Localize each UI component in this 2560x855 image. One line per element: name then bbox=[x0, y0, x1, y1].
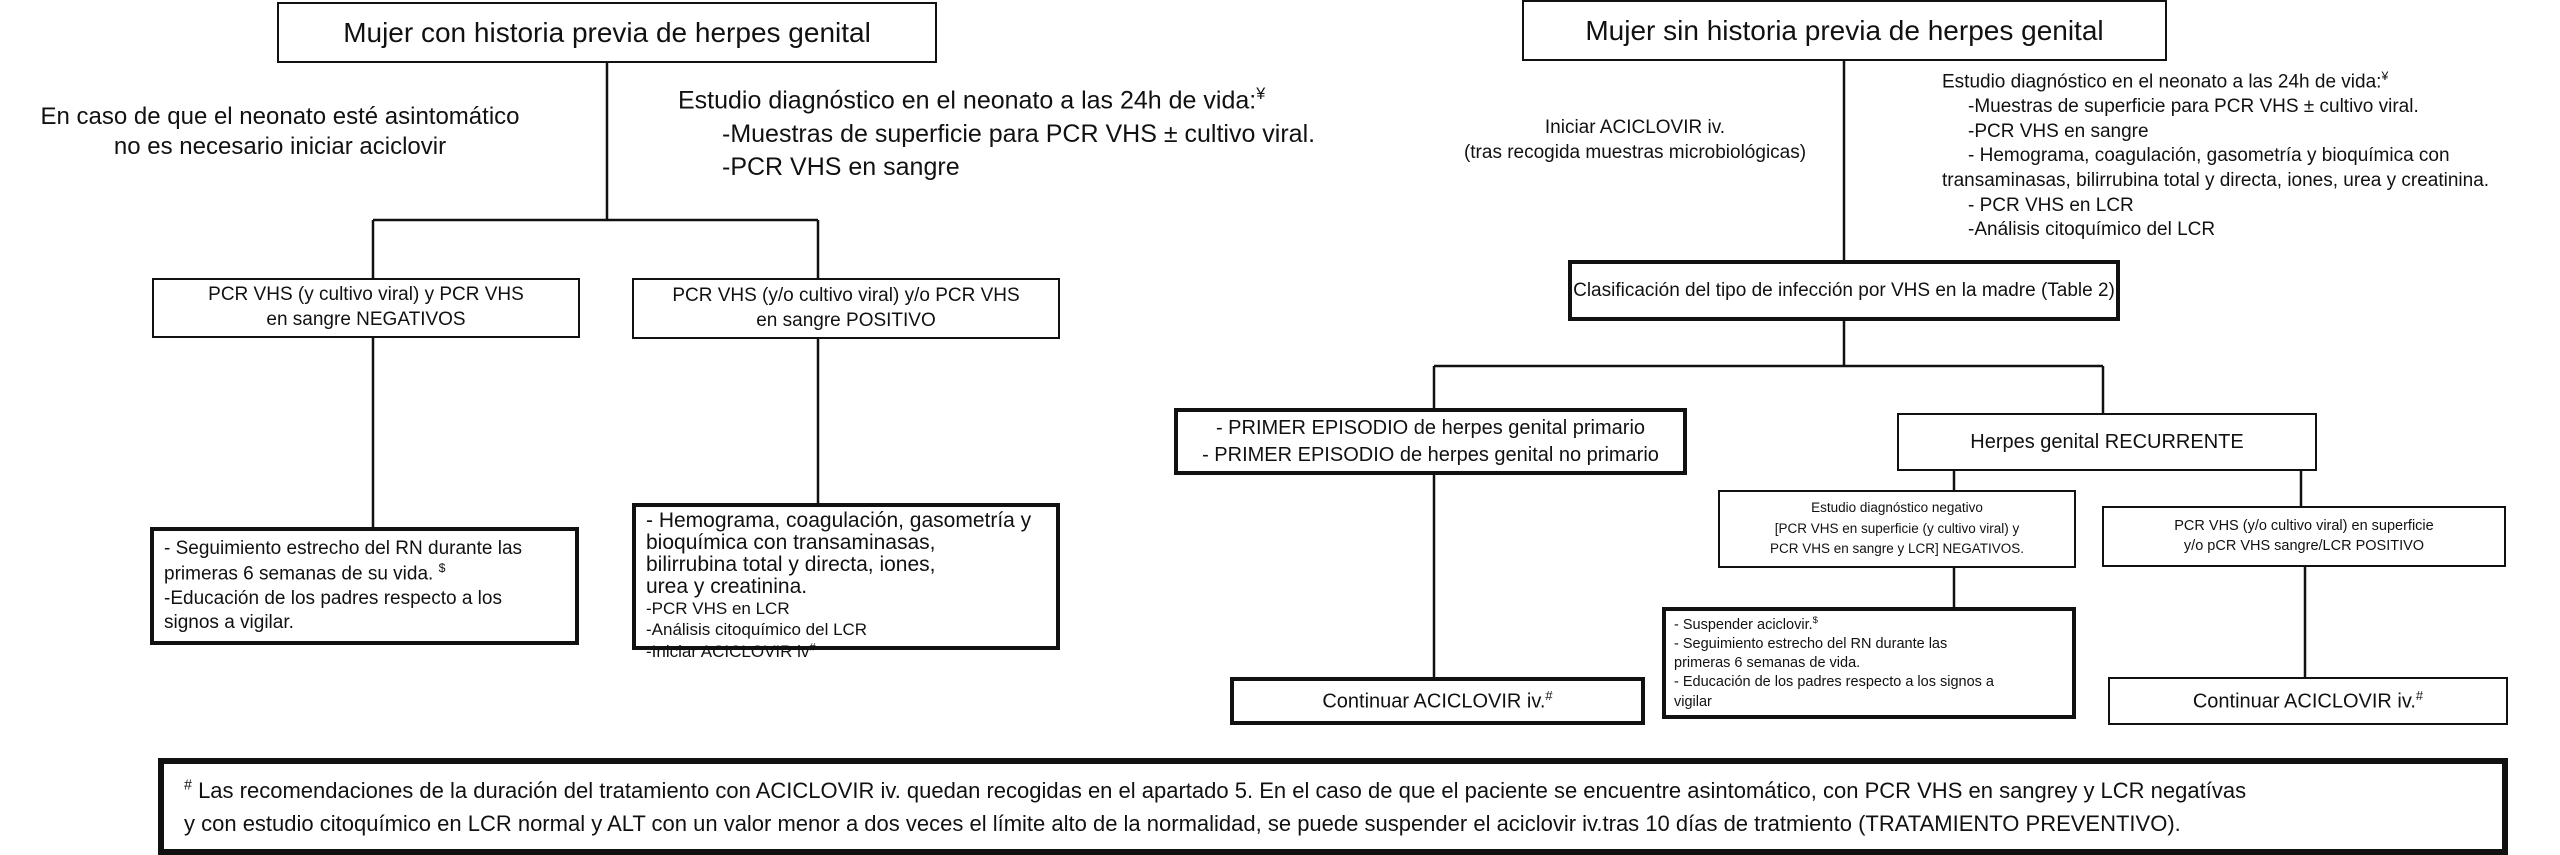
suspend-box: - Suspender aciclovir.$ - Seguimiento es… bbox=[1662, 607, 2076, 719]
start-acyclovir-note: Iniciar ACICLOVIR iv. (tras recogida mue… bbox=[1430, 116, 1840, 165]
left-workup-line1: - Hemograma, coagulación, gasometría y bbox=[646, 509, 1032, 532]
negative-study-line3: PCR VHS en sangre y LCR] NEGATIVOS. bbox=[1769, 541, 2025, 557]
left-diagnostic-study: Estudio diagnóstico en el neonato a las … bbox=[678, 84, 1315, 184]
continue-acyclovir-left-text: Continuar ACICLOVIR iv.# bbox=[1322, 688, 1553, 713]
left-followup-line2: primeras 6 semanas de su vida. $ bbox=[164, 561, 446, 585]
yen-mark: ¥ bbox=[2381, 69, 2389, 83]
left-workup-line4: urea y creatinina. bbox=[646, 575, 808, 599]
right-study-item: - Hemograma, coagulación, gasometría y b… bbox=[1968, 145, 2450, 167]
suspend-line1: - Suspender aciclovir.$ bbox=[1674, 614, 1818, 634]
right-title-box: Mujer sin historia previa de herpes geni… bbox=[1522, 0, 2167, 61]
suspend-line4: - Educación de los padres respecto a los… bbox=[1674, 674, 1994, 691]
first-episode-line2: - PRIMER EPISODIO de herpes genital no p… bbox=[1202, 443, 1659, 466]
suspend-line5: vigilar bbox=[1674, 693, 1712, 710]
left-workup-line2: bioquímica con transaminasas, bbox=[646, 531, 936, 555]
continue-acyclovir-right-box: Continuar ACICLOVIR iv.# bbox=[2108, 677, 2508, 725]
left-study-item: -PCR VHS en sangre bbox=[722, 152, 960, 181]
left-title: Mujer con historia previa de herpes geni… bbox=[343, 16, 871, 48]
footer-line1: # Las recomendaciones de la duración del… bbox=[184, 777, 2247, 803]
start-acyclovir-line2: (tras recogida muestras microbiológicas) bbox=[1463, 141, 1807, 163]
asymptomatic-note: En caso de que el neonato esté asintomát… bbox=[0, 102, 560, 162]
left-negative-line2: en sangre NEGATIVOS bbox=[266, 309, 466, 330]
left-title-box: Mujer con historia previa de herpes geni… bbox=[277, 2, 937, 63]
suspend-line2: - Seguimiento estrecho del RN durante la… bbox=[1674, 636, 1948, 653]
right-study-item: transaminasas, bilirrubina total y direc… bbox=[1942, 170, 2490, 192]
left-workup-line3: bilirrubina total y directa, iones, bbox=[646, 553, 936, 577]
first-episode-box: - PRIMER EPISODIO de herpes genital prim… bbox=[1174, 408, 1687, 475]
right-title: Mujer sin historia previa de herpes geni… bbox=[1585, 14, 2104, 46]
left-study-item: -Muestras de superficie para PCR VHS ± c… bbox=[722, 119, 1316, 148]
start-acyclovir-line1: Iniciar ACICLOVIR iv. bbox=[1544, 117, 1726, 138]
negative-study-line1: Estudio diagnóstico negativo bbox=[1811, 499, 1983, 515]
left-followup-line4: signos a vigilar. bbox=[164, 611, 294, 633]
right-study-item: -Muestras de superficie para PCR VHS ± c… bbox=[1968, 96, 2419, 118]
recurrent-text: Herpes genital RECURRENTE bbox=[1970, 430, 2244, 453]
hash-mark: # bbox=[1545, 688, 1553, 704]
dollar-mark: $ bbox=[438, 561, 446, 576]
left-workup-line7: -Iniciar ACICLOVIR iv# bbox=[646, 641, 816, 661]
continue-acyclovir-right-text: Continuar ACICLOVIR iv.# bbox=[2192, 688, 2424, 713]
left-followup-line3: -Educación de los padres respecto a los bbox=[164, 587, 502, 609]
right-positive-box: PCR VHS (y/o cultivo viral) en superfici… bbox=[2102, 506, 2506, 567]
negative-study-box: Estudio diagnóstico negativo [PCR VHS en… bbox=[1718, 490, 2076, 568]
footer-line2: y con estudio citoquímico en LCR normal … bbox=[184, 810, 2181, 836]
left-workup-box: - Hemograma, coagulación, gasometría y b… bbox=[632, 503, 1060, 661]
right-study-heading: Estudio diagnóstico en el neonato a las … bbox=[1942, 69, 2389, 93]
right-study-item: - PCR VHS en LCR bbox=[1968, 194, 2134, 216]
asymptomatic-note-line1: En caso de que el neonato esté asintomát… bbox=[40, 103, 520, 130]
left-positive-line2: en sangre POSITIVO bbox=[756, 309, 936, 331]
right-diagnostic-study: Estudio diagnóstico en el neonato a las … bbox=[1942, 68, 2489, 243]
yen-mark: ¥ bbox=[1256, 85, 1266, 103]
right-positive-line1: PCR VHS (y/o cultivo viral) en superfici… bbox=[2174, 517, 2434, 534]
left-negative-box: PCR VHS (y cultivo viral) y PCR VHS en s… bbox=[152, 278, 580, 338]
left-followup-line1: - Seguimiento estrecho del RN durante la… bbox=[164, 538, 523, 560]
right-study-item: -PCR VHS en sangre bbox=[1968, 120, 2149, 142]
left-study-heading: Estudio diagnóstico en el neonato a las … bbox=[678, 85, 1266, 115]
continue-acyclovir-left-box: Continuar ACICLOVIR iv.# bbox=[1230, 677, 1645, 725]
hash-mark: # bbox=[2415, 688, 2424, 704]
hash-mark: # bbox=[184, 777, 192, 794]
suspend-line3: primeras 6 semanas de vida. bbox=[1674, 655, 1861, 672]
left-followup-box: - Seguimiento estrecho del RN durante la… bbox=[150, 527, 579, 645]
left-positive-box: PCR VHS (y/o cultivo viral) y/o PCR VHS … bbox=[632, 278, 1060, 339]
left-negative-line1: PCR VHS (y cultivo viral) y PCR VHS bbox=[208, 284, 524, 306]
left-workup-line6: -Análisis citoquímico del LCR bbox=[646, 620, 868, 640]
asymptomatic-note-line2: no es necesario iniciar aciclovir bbox=[113, 133, 447, 160]
right-study-item: -Análisis citoquímico del LCR bbox=[1968, 219, 2216, 241]
classification-text: Clasificación del tipo de infección por … bbox=[1573, 279, 2115, 301]
recurrent-box: Herpes genital RECURRENTE bbox=[1897, 413, 2317, 471]
hash-mark: # bbox=[809, 641, 816, 654]
left-workup-line5: -PCR VHS en LCR bbox=[646, 599, 790, 619]
dollar-mark: $ bbox=[1812, 614, 1818, 626]
left-positive-line1: PCR VHS (y/o cultivo viral) y/o PCR VHS bbox=[672, 284, 1020, 306]
classification-box: Clasificación del tipo de infección por … bbox=[1568, 260, 2120, 321]
footer-note-box: # Las recomendaciones de la duración del… bbox=[158, 758, 2508, 855]
negative-study-line2: [PCR VHS en superficie (y cultivo viral)… bbox=[1774, 520, 2020, 536]
first-episode-line1: - PRIMER EPISODIO de herpes genital prim… bbox=[1215, 416, 1646, 439]
right-positive-line2: y/o pCR VHS sangre/LCR POSITIVO bbox=[2183, 537, 2425, 554]
